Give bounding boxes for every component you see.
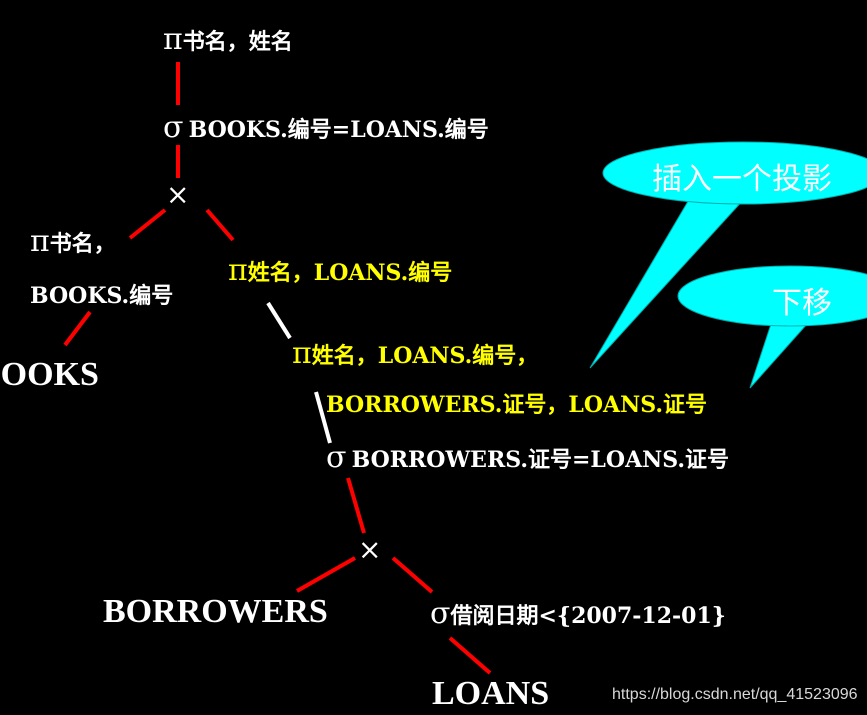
date-selection: σ借阅日期<{2007-12-01} [430, 596, 726, 631]
left-projection: π书名， [30, 224, 116, 259]
sigma-symbol: σ [430, 596, 451, 631]
edge-right-proj-to-inner-proj [266, 301, 292, 340]
pi-symbol: π [30, 224, 50, 259]
edge-bottom-product-to-date-select [391, 556, 434, 594]
edge-product-to-right-proj [205, 208, 235, 242]
inner-projection-attrs-line1: 姓名，LOANS.编号， [311, 343, 539, 369]
edge-product-to-left-proj [128, 208, 167, 240]
edge-inner-select-to-product [346, 477, 366, 534]
callout-insert-projection [589, 141, 867, 369]
inner-selection-condition: BORROWERS.证号=LOANS.证号 [351, 447, 730, 473]
loans-relation: LOANS [432, 675, 550, 712]
bottom-product-symbol: × [358, 533, 382, 566]
borrowers-relation: BORROWERS [103, 593, 328, 630]
edge-date-select-to-loans [448, 636, 492, 675]
right-projection-attrs: 姓名，LOANS.编号 [247, 260, 453, 286]
pi-symbol: π [228, 253, 248, 288]
left-projection-attrs-line2: BOOKS.编号 [30, 283, 174, 309]
top-product-symbol: × [166, 178, 190, 211]
inner-projection: π姓名，LOANS.编号， [292, 336, 538, 371]
right-projection: π姓名，LOANS.编号 [228, 253, 452, 288]
pi-symbol: π [163, 22, 183, 57]
inner-projection-attrs-line2: BORROWERS.证号，LOANS.证号 [326, 392, 707, 418]
edge-inner-proj-to-inner-select [314, 391, 332, 444]
callout-insert-bubble [602, 141, 867, 205]
inner-selection: σ BORROWERS.证号=LOANS.证号 [326, 440, 729, 475]
pi-symbol: π [292, 336, 312, 371]
callout-move-down [677, 265, 867, 389]
sigma-symbol: σ [163, 110, 184, 145]
sigma-symbol: σ [326, 440, 347, 475]
callout-insert-projection-text: 插入一个投影 [652, 162, 832, 197]
root-projection-attrs: 书名，姓名 [182, 29, 293, 55]
callout-move-down-bubble [677, 265, 867, 327]
date-selection-condition: 借阅日期<{2007-12-01} [450, 603, 726, 629]
left-projection-attrs-line1: 书名， [49, 231, 116, 257]
edge-left-proj-to-books [63, 310, 92, 347]
join-selection: σ BOOKS.编号=LOANS.编号 [163, 110, 489, 145]
watermark-url: https://blog.csdn.net/qq_41523096 [612, 686, 858, 703]
join-selection-condition: BOOKS.编号=LOANS.编号 [188, 117, 489, 143]
callout-move-down-text: 下移 [772, 286, 832, 321]
books-relation: BOOKS [0, 356, 99, 393]
root-projection: π书名，姓名 [163, 22, 293, 57]
edge-bottom-product-to-borrowers [296, 556, 356, 593]
